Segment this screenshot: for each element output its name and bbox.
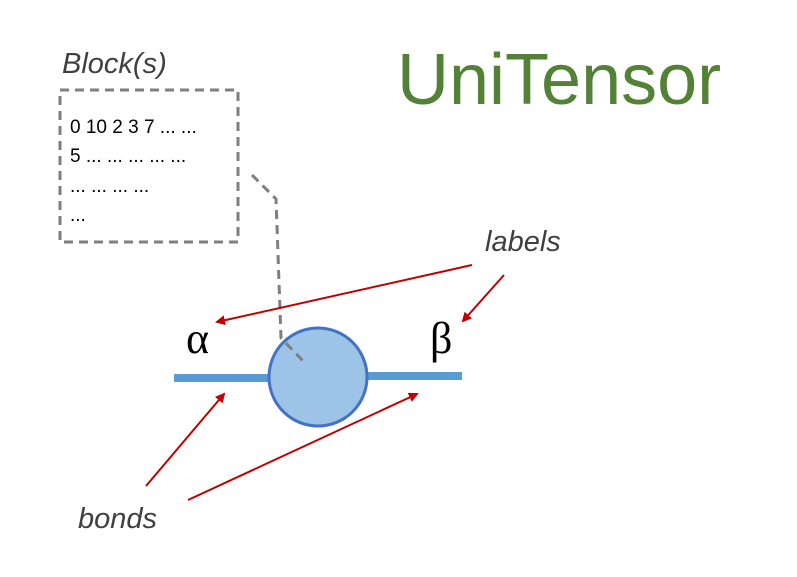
beta-label: β xyxy=(430,314,452,363)
tensor-node xyxy=(267,326,369,428)
labels-annotation: labels xyxy=(485,226,561,258)
page-title: UniTensor xyxy=(397,40,721,120)
bonds-arrow-right xyxy=(187,392,419,501)
alpha-label: α xyxy=(186,314,209,363)
labels-arrow-beta xyxy=(461,274,505,323)
block-label: Block(s) xyxy=(62,48,167,80)
labels-arrow-alpha xyxy=(215,264,473,326)
block-line: ... ... ... ... xyxy=(70,176,149,197)
block-connector xyxy=(250,173,307,365)
bonds-annotation: bonds xyxy=(78,503,157,535)
block-line: 5 ... ... ... ... ... xyxy=(70,146,186,167)
block-line: 0 10 2 3 7 ... ... xyxy=(70,117,197,138)
block-line: ... xyxy=(70,205,86,226)
bonds-arrow-left xyxy=(145,392,226,487)
